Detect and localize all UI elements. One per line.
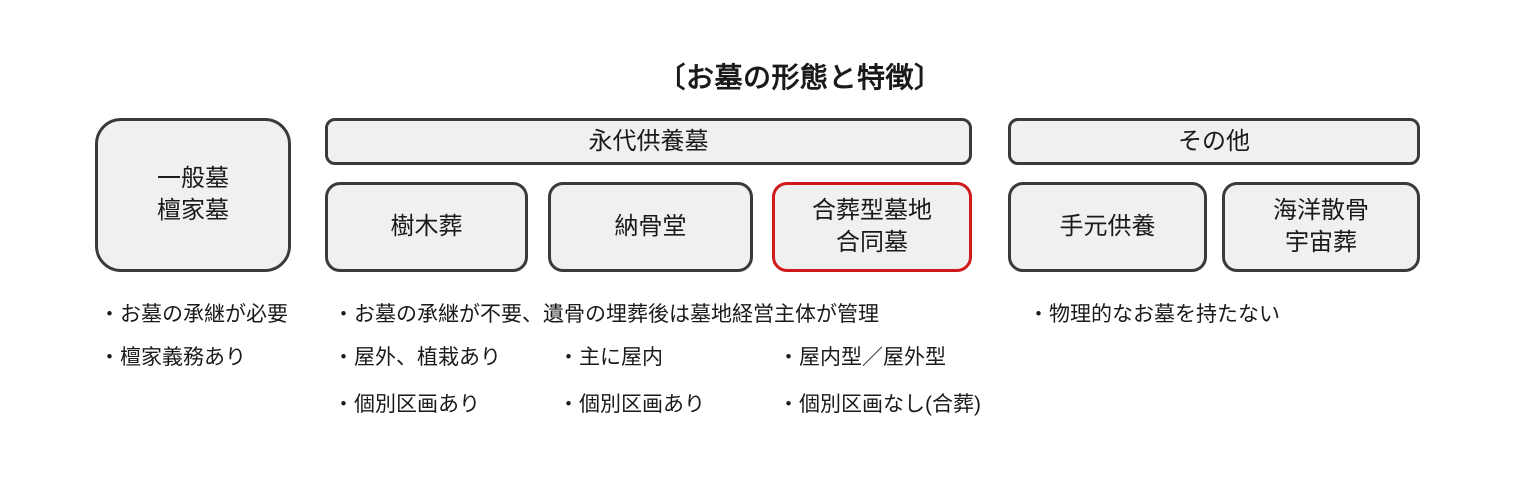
- note-joint-no-plots: ・個別区画なし(合葬): [778, 393, 981, 416]
- note-tree-plots: ・個別区画あり: [333, 393, 480, 416]
- note-eternal-shared: ・お墓の承継が不要、遺骨の埋葬後は墓地経営主体が管理: [333, 303, 879, 326]
- box-joint-grave-highlighted: 合葬型墓地 合同墓: [772, 182, 972, 272]
- note-general-danka-duty: ・檀家義務あり: [99, 346, 246, 369]
- note-ossuary-indoor: ・主に屋内: [558, 346, 663, 369]
- header-other: その他: [1008, 118, 1420, 165]
- box-home-memorial: 手元供養: [1008, 182, 1207, 272]
- diagram-title: 〔お墓の形態と特徴〕: [657, 62, 943, 93]
- note-tree-outdoor: ・屋外、植栽あり: [333, 346, 501, 369]
- note-general-succession: ・お墓の承継が必要: [99, 303, 288, 326]
- header-eternal-memorial: 永代供養墓: [325, 118, 972, 165]
- note-ossuary-plots: ・個別区画あり: [558, 393, 705, 416]
- box-tree-burial: 樹木葬: [325, 182, 528, 272]
- note-other-no-physical-grave: ・物理的なお墓を持たない: [1028, 303, 1280, 326]
- box-ossuary: 納骨堂: [548, 182, 753, 272]
- box-sea-space-burial: 海洋散骨 宇宙葬: [1222, 182, 1420, 272]
- box-general-grave: 一般墓 檀家墓: [95, 118, 291, 272]
- note-joint-indoor-outdoor: ・屋内型／屋外型: [778, 346, 946, 369]
